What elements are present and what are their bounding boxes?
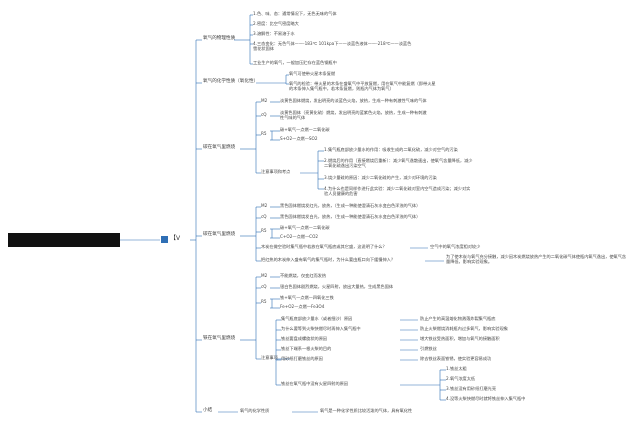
group-chemical-title[interactable]: 氧气的化学性质（氧化性） [203, 79, 259, 84]
sulfur-key-1: M2 [261, 98, 268, 103]
iron-text-2: 银白色固体剧烈燃烧，火星四射，放出大量热，生成黑色固体 [280, 284, 394, 289]
iron-note-a3: 增大铁丝受热面积，增加与氧气的接触面积 [420, 336, 500, 341]
iron-note-q2: 为什么要等到火柴快燃尽时再伸入集气瓶中 [281, 326, 361, 331]
carbon-answer-1: 空气中的氧气浓度相对较少 [430, 244, 481, 249]
sulfur-text-4: S+O2—点燃—SO2 [280, 136, 318, 141]
carbon-text-1: 黑色固体燃烧发红光，放热，（生成一种能使澄清石灰水变白色浑浊的气体） [280, 203, 421, 208]
chemical-item-1: 氧气可使带火星木条复燃 [289, 71, 336, 76]
iron-note-q1: 集气瓶底部放少量水（或者细沙）原因 [281, 316, 353, 321]
iron-text-1: 不能燃烧，仅变红而发热 [280, 273, 327, 278]
iron-note-a4: 引燃铁丝 [420, 346, 437, 351]
carbon-text-3: 碳+氧气—点燃—二氧化碳 [280, 225, 330, 230]
carbon-text-4: C+O2—点燃—CO2 [280, 234, 319, 239]
summary-text: 氧气是一种化学性质比较活泼的气体，具有氧化性 [320, 408, 413, 413]
carbon-key-1: M2 [261, 203, 268, 208]
sulfur-text-1: 淡黄色固体燃烧，发出明亮的淡蓝色火焰，放热，生成一种有刺激性气味的气体 [280, 98, 427, 103]
iron-note-a1: 防止产生的高温熔化物溅落炸裂集气瓶底 [420, 316, 496, 321]
sulfur-note-3: 3.烧少量硫的原因：减少二氧化硫的产生，减少对环境的污染 [324, 175, 437, 180]
iron-key-1: M2 [261, 273, 268, 278]
iron-key-2: cQ [261, 284, 267, 289]
sulfur-key-3: R5 [261, 131, 267, 136]
iron-note-q5: 用砂纸打磨铁丝的原因 [281, 356, 323, 361]
sulfur-note-2: 2.燃烧后的作用（直接燃烧后重新）：减少氧气逸散速出，使氧气含量降低，减少二氧化… [324, 158, 473, 169]
carbon-key-3: R5 [261, 228, 267, 233]
group-physical-title[interactable]: 氧气的物理性质 [203, 36, 236, 41]
iron-fail-1: 1.铁丝太粗 [446, 366, 467, 371]
physical-item-4: 4.三态变化：无色气体——-183℃ 101kpa下——淡蓝色液体——-218℃… [253, 41, 412, 52]
sulfur-notes-title[interactable]: 注意事项和考点 [261, 169, 291, 174]
group-iron-title[interactable]: 铁在氧气里燃烧 [203, 336, 236, 341]
carbon-text-2: 黑色固体燃烧发白光，放热，（生成一种能使澄清石灰水变白色浑浊的气体） [280, 214, 421, 219]
iron-note-a5: 除去铁丝表面铁锈，使实验更容易成功 [420, 356, 492, 361]
group-sulfur-title[interactable]: 碳在氧气里燃烧 [203, 145, 236, 150]
physical-item-2: 2.密度：比空气密度略大 [253, 21, 299, 26]
chemical-item-2: 氧气的检验：带火星的木条在盛氧气中平放复燃，用在氧气中能复燃（即带火星的木条伸入… [289, 81, 436, 92]
iron-fail-3: 3.铁丝没有用砂纸打磨光亮 [446, 386, 497, 391]
iron-notes-title[interactable]: 注意事项 [261, 355, 278, 360]
iron-key-3: R5 [261, 299, 267, 304]
iron-fail-4: 4.没等火柴快燃尽时就将铁丝伸入集气瓶中 [446, 396, 526, 401]
iron-note-q4: 铁丝下端系一根火柴的目的 [281, 346, 332, 351]
group-summary-title[interactable]: 小结 [203, 408, 213, 413]
iron-fail-2: 2.氧气浓度太低 [446, 376, 476, 381]
iron-text-3: 铁+氧气—点燃—四氧化三铁 [280, 295, 334, 300]
carbon-answer-2: 为了使木炭与氧气充分接触，减少因木炭燃烧放热产生的二氧化碳气体使瓶内氧气逸出，使… [446, 254, 627, 265]
sulfur-note-4: 4.为什么也是同样作进行此实验：减少二氧化硫对室内空气造成污染；减少对实验人员健… [324, 186, 471, 197]
summary-sub: 氧气的化学性质 [240, 408, 270, 413]
root-topic-icon [161, 236, 168, 243]
iron-fail-title[interactable]: 铁丝在氧气瓶中没有火星四射的原因 [281, 381, 349, 386]
physical-item-1: 1.色、味、态：通常情况下，无色无味的气体 [253, 11, 337, 16]
iron-text-4: Fe+O2—点燃—Fe3O4 [280, 304, 325, 309]
sulfur-text-3: 碳+氧气—点燃—二氧化碳 [280, 127, 330, 132]
sulfur-note-1: 1.集气瓶底部放少量水的作用：吸收生成的二氧化硫，减少对空气的污染 [324, 147, 458, 152]
physical-item-5: 工业生产的氧气，一般加压贮存在蓝色钢瓶中 [253, 60, 337, 65]
carbon-question-2: 把红热的木炭伸入盛有氧气的集气瓶时，为什么要由瓶口向下缓慢伸入？ [261, 257, 396, 262]
iron-note-a2: 防止火柴燃烧消耗瓶内过多氧气，影响实验现象 [420, 326, 508, 331]
sulfur-key-2: cQ [261, 112, 267, 117]
physical-item-3: 3.溶解性：不易溶于水 [253, 31, 295, 36]
carbon-key-2: cQ [261, 214, 267, 219]
root-node[interactable] [8, 233, 120, 247]
carbon-question-1: 木炭在做空验时集气瓶中若放在氧气瓶底或其它盛，这说明了什么？ [261, 244, 387, 249]
group-carbon-title[interactable]: 碳在氧气里燃烧 [203, 232, 236, 237]
sulfur-text-2: 淡黄色固体（亮黄化硫）燃烧，发出明亮的蓝紫色火焰，放热，生成一种有刺激性气味的气… [280, 110, 427, 121]
root-label: 【V [170, 235, 181, 242]
iron-note-q3: 铁丝要盘成螺旋状的原因 [281, 336, 328, 341]
